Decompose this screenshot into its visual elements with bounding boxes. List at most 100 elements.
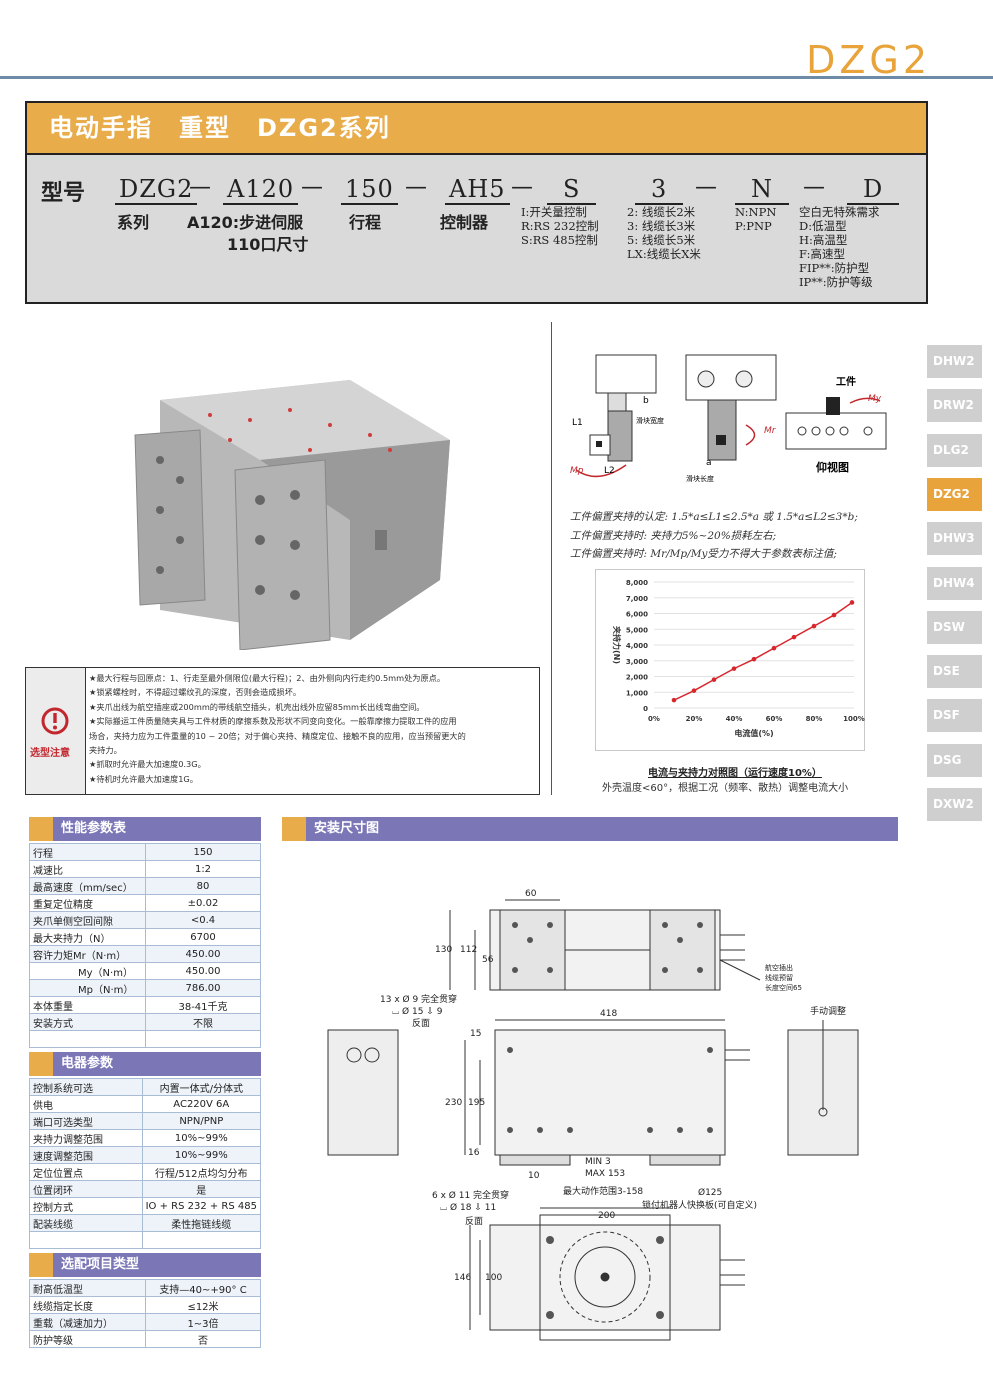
param-value: ±0.02 bbox=[145, 894, 261, 912]
x-tick-label: 80% bbox=[806, 715, 823, 723]
label-motor: A120:步进伺服 bbox=[187, 213, 304, 232]
label-bottom-view: 仰视图 bbox=[816, 460, 849, 474]
param-value: 支持—40~+90° C bbox=[145, 1279, 261, 1297]
y-tick-label: 5,000 bbox=[626, 626, 648, 634]
param-name: 线缆指定长度 bbox=[29, 1296, 146, 1314]
header-rule bbox=[0, 76, 993, 79]
param-value: ≤12米 bbox=[145, 1296, 261, 1314]
side-tab-dlg2[interactable]: DLG2 bbox=[927, 433, 982, 467]
note-cable: 航空插出 bbox=[765, 963, 793, 972]
side-tab-dsg[interactable]: DSG bbox=[927, 743, 982, 777]
table-row: 重复定位精度±0.02 bbox=[29, 894, 261, 912]
param-name: My（N·m） bbox=[29, 962, 146, 980]
dim-146: 146 bbox=[454, 1273, 471, 1283]
brand-title: DZG2 bbox=[806, 38, 931, 82]
table-row: 控制系统可选内置一体式/分体式 bbox=[29, 1078, 262, 1096]
notice-line: 夹持力。 bbox=[89, 745, 122, 756]
notice-line: ★夹爪出线为航空插座或200mm的带线航空插头，机壳出线外应留85mm长出线弯曲… bbox=[89, 701, 425, 712]
elec-title: 电器参数 bbox=[61, 1056, 114, 1071]
param-name: Mp（N·m） bbox=[29, 979, 146, 997]
product-photo bbox=[134, 380, 450, 650]
table-row: Mp（N·m）786.00 bbox=[29, 979, 261, 997]
side-tab-dhw3[interactable]: DHW3 bbox=[927, 522, 982, 556]
option-item: S:RS 485控制 bbox=[521, 233, 598, 247]
note-robot: 锁付机器人快换板(可自定义) bbox=[642, 1199, 757, 1211]
section-tag bbox=[29, 1253, 53, 1277]
dim-10: 10 bbox=[528, 1171, 540, 1181]
section-tag bbox=[282, 817, 306, 841]
param-value bbox=[141, 1231, 262, 1249]
code-dash: — bbox=[189, 175, 211, 200]
install-section-header: 安装尺寸图 bbox=[282, 817, 898, 841]
param-name: 重复定位精度 bbox=[29, 894, 146, 912]
side-tab-dhw4[interactable]: DHW4 bbox=[927, 566, 982, 600]
options-title: 选配项目类型 bbox=[61, 1257, 140, 1272]
option-item: P:PNP bbox=[735, 219, 772, 233]
side-tab-dse[interactable]: DSE bbox=[927, 655, 982, 689]
side-tab-dhw2[interactable]: DHW2 bbox=[927, 345, 982, 378]
code-dash: — bbox=[405, 175, 427, 200]
table-row bbox=[29, 1030, 261, 1048]
y-tick-label: 1,000 bbox=[626, 689, 648, 697]
dim-195: 195 bbox=[468, 1098, 485, 1108]
table-row bbox=[29, 1231, 262, 1249]
side-tab-dsf[interactable]: DSF bbox=[927, 699, 982, 733]
side-tab-dsw[interactable]: DSW bbox=[927, 610, 982, 644]
table-row: 夹爪单侧空回间隙<0.4 bbox=[29, 911, 261, 929]
io-options: N:NPN P:PNP bbox=[735, 205, 776, 233]
label-my: My bbox=[868, 394, 882, 404]
option-item: IP**:防护等级 bbox=[799, 275, 873, 289]
note-range: 最大动作范围3-158 bbox=[563, 1185, 643, 1197]
notice-line: ★待机时允许最大加速度1G。 bbox=[89, 773, 198, 784]
table-row: 耐高低温型支持—40~+90° C bbox=[29, 1279, 261, 1297]
note-holes1: 13 x Ø 9 完全贯穿 bbox=[380, 993, 457, 1005]
note-back2: 反面 bbox=[465, 1216, 483, 1227]
side-tab-drw2[interactable]: DRW2 bbox=[927, 389, 982, 423]
table-row: 位置闭环是 bbox=[29, 1180, 262, 1198]
param-value: 150 bbox=[145, 843, 261, 861]
side-tab-dzg2[interactable]: DZG2 bbox=[927, 477, 982, 511]
code-special: D bbox=[847, 175, 900, 205]
data-point bbox=[691, 688, 697, 693]
code-cable: 3 bbox=[635, 175, 684, 205]
analysis-line: 工件偏置夹持时: 夹持力5%~20%损耗左右; bbox=[570, 530, 777, 542]
label-workpiece: 工件 bbox=[836, 375, 856, 388]
analysis-line: 工件偏置夹持的认定: 1.5*a≤L1≤2.5*a 或 1.5*a≤L2≤3*b… bbox=[570, 511, 858, 523]
param-value: IO + RS 232 + RS 485 bbox=[141, 1197, 262, 1215]
code-dash: — bbox=[511, 175, 533, 200]
note-cable2: 线缆预留 bbox=[765, 973, 793, 982]
note-holes1b: ⌴ Ø 15 ⇩ 9 bbox=[392, 1006, 443, 1017]
x-tick-label: 100% bbox=[843, 715, 865, 723]
offset-clamp-diagram: L1 L2 b a 滑块宽度 滑块长度 Mp Mr My 工件 仰视图 bbox=[570, 354, 887, 483]
dim-15: 15 bbox=[470, 1029, 481, 1039]
param-value: 450.00 bbox=[145, 945, 261, 963]
dim-230: 230 bbox=[445, 1098, 462, 1108]
current-force-chart: 01,0002,0003,0004,0005,0006,0007,0008,00… bbox=[612, 579, 865, 738]
option-item: 空白无特殊需求 bbox=[799, 205, 880, 219]
code-io: N bbox=[735, 175, 789, 205]
param-value: 否 bbox=[145, 1330, 261, 1348]
param-name: 供电 bbox=[29, 1095, 143, 1113]
param-name: 最大夹持力（N） bbox=[29, 928, 146, 946]
cable-options: 2: 线缆长2米 3: 线缆长3米 5: 线缆长5米 LX:线缆长X米 bbox=[627, 205, 701, 261]
data-point bbox=[711, 677, 717, 682]
label-mp: Mp bbox=[570, 466, 584, 476]
code-comm: S bbox=[547, 175, 597, 205]
chart-note: 外壳温度<60°，根据工况（频率、散热）调整电流大小 bbox=[602, 783, 849, 794]
data-point bbox=[791, 634, 797, 640]
option-item: FIP**:防护型 bbox=[799, 261, 870, 275]
x-tick-label: 40% bbox=[726, 715, 743, 723]
option-item: 5: 线缆长5米 bbox=[627, 233, 696, 247]
dim-phi125: Ø125 bbox=[698, 1187, 722, 1198]
side-tab-dxw2[interactable]: DXW2 bbox=[927, 788, 982, 821]
data-point bbox=[849, 600, 855, 605]
param-value bbox=[145, 1030, 261, 1048]
param-value: <0.4 bbox=[145, 911, 261, 929]
param-name: 容许力矩Mr（N·m） bbox=[29, 945, 146, 963]
data-point bbox=[731, 666, 737, 671]
